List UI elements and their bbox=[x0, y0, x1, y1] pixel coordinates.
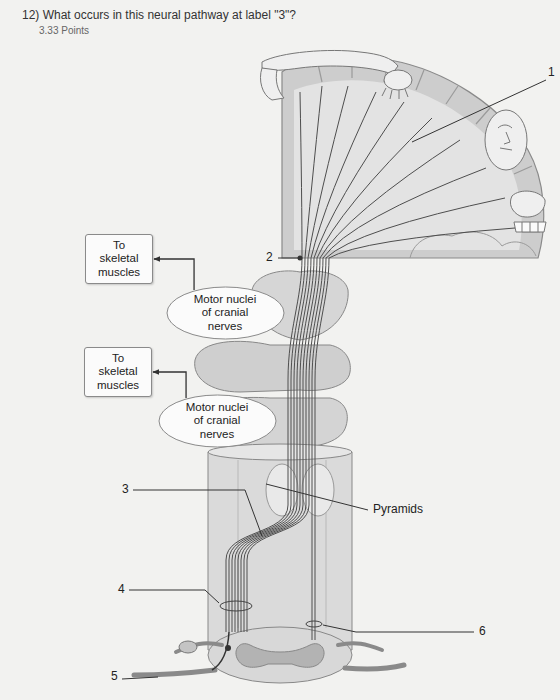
homunculus-arm bbox=[262, 50, 398, 74]
node-text: To skeletal muscles bbox=[91, 352, 145, 392]
pyramid bbox=[302, 464, 334, 516]
leader-line bbox=[323, 625, 474, 632]
leader-line bbox=[122, 677, 158, 679]
leader-dot bbox=[298, 256, 303, 261]
fibre bbox=[238, 102, 404, 632]
ventral-root bbox=[345, 665, 404, 669]
ventral-root bbox=[134, 670, 215, 675]
fibre bbox=[312, 198, 505, 640]
leader-line bbox=[412, 80, 546, 142]
leader-line bbox=[278, 258, 298, 259]
node-text: Motor nuclei of cranial nerves bbox=[188, 293, 262, 333]
homunculus-teeth bbox=[514, 222, 546, 232]
callout-number: 3 bbox=[121, 483, 130, 497]
node-text: Motor nuclei of cranial nerves bbox=[180, 401, 254, 441]
tract-ring bbox=[220, 601, 252, 611]
question-title: 12) What occurs in this neural pathway a… bbox=[22, 8, 296, 22]
dorsal-root bbox=[338, 643, 382, 650]
leader-lines bbox=[122, 80, 546, 679]
pyramid bbox=[266, 464, 298, 516]
homunculus-leg bbox=[260, 68, 284, 100]
pons-section bbox=[195, 341, 351, 392]
fibre bbox=[247, 168, 486, 632]
node-text-wrap: Motor nuclei of cranial nerves bbox=[180, 401, 254, 441]
node-text: To skeletal muscles bbox=[92, 239, 146, 279]
callout-number: 6 bbox=[478, 625, 487, 639]
ellipse-shape bbox=[167, 287, 284, 339]
callout-number: 2 bbox=[265, 251, 274, 265]
node-text-wrap: To skeletal muscles bbox=[92, 239, 146, 279]
fibre bbox=[244, 140, 460, 632]
leader-line bbox=[266, 484, 368, 510]
homunculus-mouth bbox=[510, 191, 545, 217]
target-box: To skeletal muscles bbox=[84, 347, 152, 397]
target-box: To skeletal muscles bbox=[85, 234, 153, 284]
leader-line bbox=[129, 590, 219, 603]
fibre bbox=[235, 92, 376, 632]
leader-line bbox=[133, 490, 262, 536]
node-text-wrap: Motor nuclei of cranial nerves bbox=[188, 293, 262, 333]
homunculus-face bbox=[485, 110, 527, 170]
fibre bbox=[315, 228, 515, 640]
fibre bbox=[241, 118, 432, 632]
nucleus-ellipse: Motor nuclei of cranial nerves bbox=[158, 394, 277, 448]
homunculus-hand bbox=[384, 70, 412, 90]
homunculus-features bbox=[498, 125, 512, 150]
ellipse-shape bbox=[159, 395, 276, 447]
corticospinal-fibres bbox=[226, 86, 515, 640]
brain-section bbox=[282, 56, 544, 258]
callout-number: 5 bbox=[110, 670, 119, 684]
motor-neuron bbox=[212, 632, 229, 670]
neuron-soma bbox=[225, 645, 231, 651]
spinal-column bbox=[208, 452, 352, 650]
root-ganglion bbox=[179, 641, 197, 653]
connector-arrow bbox=[153, 372, 186, 398]
callout-number: 4 bbox=[117, 583, 126, 597]
node-text-wrap: To skeletal muscles bbox=[91, 352, 145, 392]
homunculus-fingers bbox=[382, 88, 408, 99]
points-value: 3.33 Points bbox=[38, 25, 90, 37]
cord-section bbox=[208, 627, 352, 683]
grey-matter bbox=[236, 644, 324, 668]
structure-label: Pyramids bbox=[372, 503, 424, 517]
callout-number: 1 bbox=[547, 66, 556, 80]
tract-ring bbox=[306, 621, 322, 627]
nucleus-ellipse: Motor nuclei of cranial nerves bbox=[166, 286, 285, 340]
fibre bbox=[229, 86, 322, 632]
connector-arrow bbox=[154, 259, 194, 290]
